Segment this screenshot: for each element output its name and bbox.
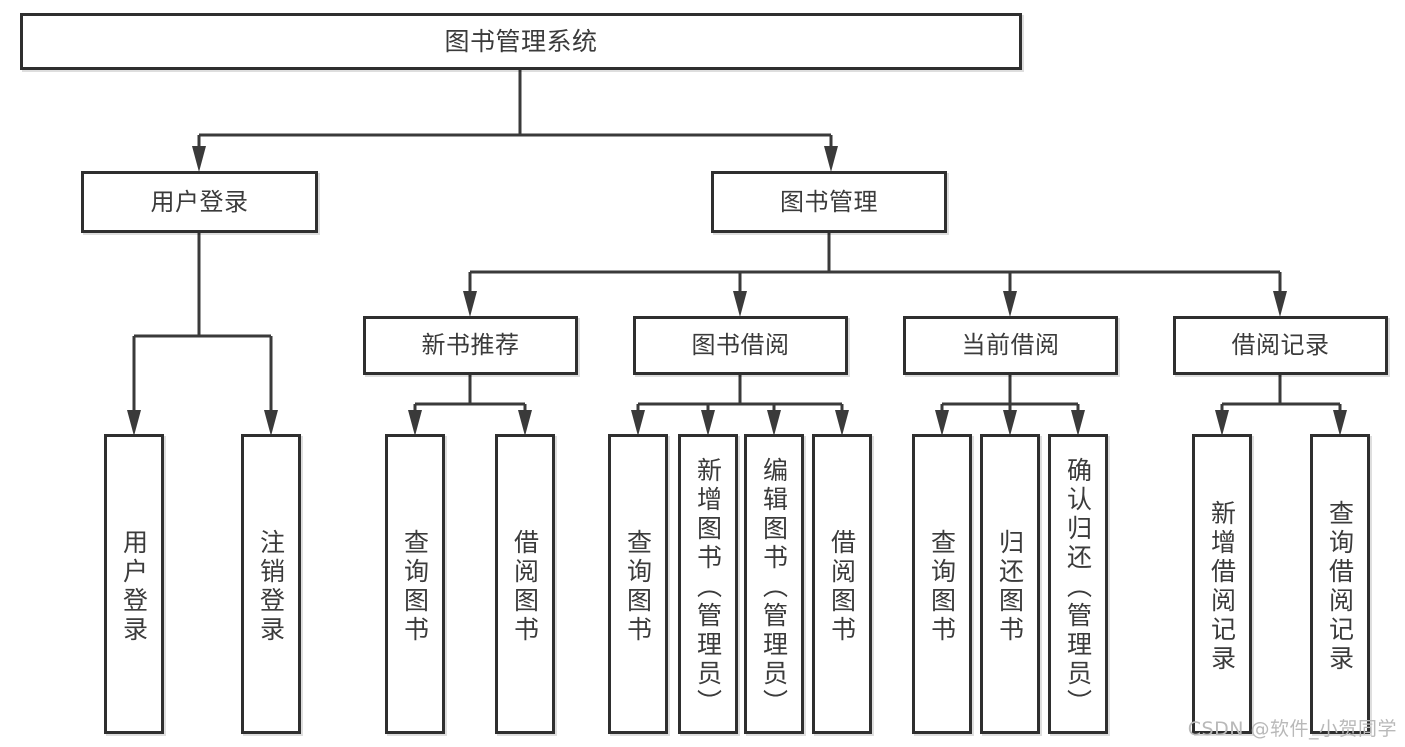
node-leaf-user-login[interactable]: 用户登录 (104, 434, 164, 734)
node-new-book-recommend[interactable]: 新书推荐 (363, 316, 578, 375)
node-leaf-confirm-return-label: 确认归还（管理员） (1063, 456, 1093, 718)
node-leaf-logout-login[interactable]: 注销登录 (241, 434, 301, 734)
node-user-login[interactable]: 用户登录 (81, 171, 318, 233)
arrowhead-leaf-query-book-1 (408, 410, 422, 436)
node-book-manage[interactable]: 图书管理 (711, 171, 947, 233)
node-leaf-borrow-book-2[interactable]: 借阅图书 (812, 434, 872, 734)
watermark: CSDN @软件_小贺同学 (1187, 718, 1397, 740)
arrowhead-book-manage (824, 146, 838, 172)
arrowhead-leaf-borrow-book-2 (835, 410, 849, 436)
node-leaf-query-book-3[interactable]: 查询图书 (912, 434, 972, 734)
node-leaf-edit-book[interactable]: 编辑图书（管理员） (744, 434, 804, 734)
arrowhead-leaf-logout-login (264, 410, 278, 436)
arrowhead-leaf-add-book (701, 410, 715, 436)
node-leaf-query-record[interactable]: 查询借阅记录 (1310, 434, 1370, 734)
arrowhead-leaf-edit-book (767, 410, 781, 436)
node-leaf-confirm-return[interactable]: 确认归还（管理员） (1048, 434, 1108, 734)
arrowhead-leaf-query-book-3 (935, 410, 949, 436)
node-current-borrow-label: 当前借阅 (961, 331, 1060, 360)
node-leaf-query-book-2[interactable]: 查询图书 (608, 434, 668, 734)
arrowhead-user-login (192, 146, 206, 172)
arrowhead-leaf-query-book-2 (631, 410, 645, 436)
node-book-manage-label: 图书管理 (780, 187, 878, 216)
arrowhead-book-borrow (733, 291, 747, 317)
node-leaf-add-record-label: 新增借阅记录 (1207, 500, 1237, 674)
node-new-book-recommend-label: 新书推荐 (421, 331, 520, 360)
arrowhead-new-book-recommend (463, 291, 477, 317)
node-leaf-return-book-label: 归还图书 (995, 529, 1025, 645)
node-current-borrow[interactable]: 当前借阅 (903, 316, 1118, 375)
node-leaf-borrow-book-2-label: 借阅图书 (827, 529, 857, 645)
arrowhead-current-borrow (1003, 291, 1017, 317)
arrowhead-leaf-user-login (127, 410, 141, 436)
node-leaf-query-book-3-label: 查询图书 (927, 529, 957, 645)
node-leaf-add-book-label: 新增图书（管理员） (693, 456, 723, 718)
node-leaf-query-book-1-label: 查询图书 (400, 529, 430, 645)
arrowhead-borrow-record (1273, 291, 1287, 317)
arrowhead-leaf-query-record (1333, 410, 1347, 436)
node-borrow-record[interactable]: 借阅记录 (1173, 316, 1388, 375)
node-leaf-query-record-label: 查询借阅记录 (1325, 500, 1355, 674)
node-leaf-query-book-2-label: 查询图书 (623, 529, 653, 645)
node-leaf-user-login-label: 用户登录 (119, 529, 149, 645)
node-user-login-label: 用户登录 (150, 187, 249, 216)
node-leaf-query-book-1[interactable]: 查询图书 (385, 434, 445, 734)
node-leaf-add-book[interactable]: 新增图书（管理员） (678, 434, 738, 734)
node-book-borrow[interactable]: 图书借阅 (633, 316, 848, 375)
node-root[interactable]: 图书管理系统 (20, 13, 1022, 70)
node-leaf-return-book[interactable]: 归还图书 (980, 434, 1040, 734)
node-leaf-logout-login-label: 注销登录 (256, 529, 286, 645)
arrowhead-leaf-confirm-return (1071, 410, 1085, 436)
node-leaf-borrow-book-1[interactable]: 借阅图书 (495, 434, 555, 734)
node-leaf-edit-book-label: 编辑图书（管理员） (759, 456, 789, 718)
arrowhead-leaf-return-book (1003, 410, 1017, 436)
node-book-borrow-label: 图书借阅 (691, 331, 790, 360)
arrowhead-leaf-borrow-book-1 (518, 410, 532, 436)
node-root-label: 图书管理系统 (444, 26, 598, 56)
arrowhead-leaf-add-record (1215, 410, 1229, 436)
node-leaf-add-record[interactable]: 新增借阅记录 (1192, 434, 1252, 734)
node-borrow-record-label: 借阅记录 (1231, 331, 1330, 360)
node-leaf-borrow-book-1-label: 借阅图书 (510, 529, 540, 645)
